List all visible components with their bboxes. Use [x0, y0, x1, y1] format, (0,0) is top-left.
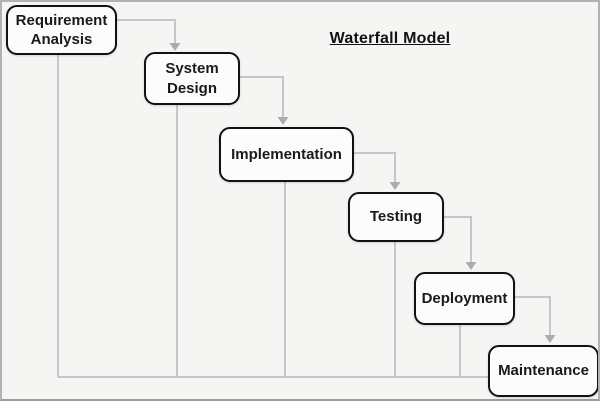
node-requirement-analysis: Requirement Analysis [6, 5, 117, 55]
diagram-title: Waterfall Model [329, 30, 451, 47]
flow-connector-3 [354, 152, 396, 183]
node-label: Requirement Analysis [15, 11, 108, 49]
node-label: Deployment [421, 289, 508, 307]
node-maintenance: Maintenance [488, 345, 598, 397]
flow-connector-1 [117, 19, 176, 45]
node-label: Testing [369, 208, 423, 226]
node-system-design: System Design [144, 52, 240, 105]
node-deployment: Deployment [414, 272, 515, 325]
node-implementation: Implementation [219, 127, 354, 182]
node-testing: Testing [348, 192, 444, 242]
arrowhead-down-icon [544, 335, 556, 343]
node-label: Implementation [231, 145, 342, 163]
flow-connector-4 [444, 216, 472, 263]
arrowhead-down-icon [169, 43, 181, 51]
arrowhead-down-icon [465, 262, 477, 270]
flow-connector-2 [240, 76, 284, 118]
arrowhead-down-icon [277, 117, 289, 125]
arrowhead-down-icon [389, 182, 401, 190]
flow-connector-5 [515, 296, 551, 336]
node-label: System Design [165, 60, 219, 97]
node-label: Maintenance [498, 362, 589, 380]
